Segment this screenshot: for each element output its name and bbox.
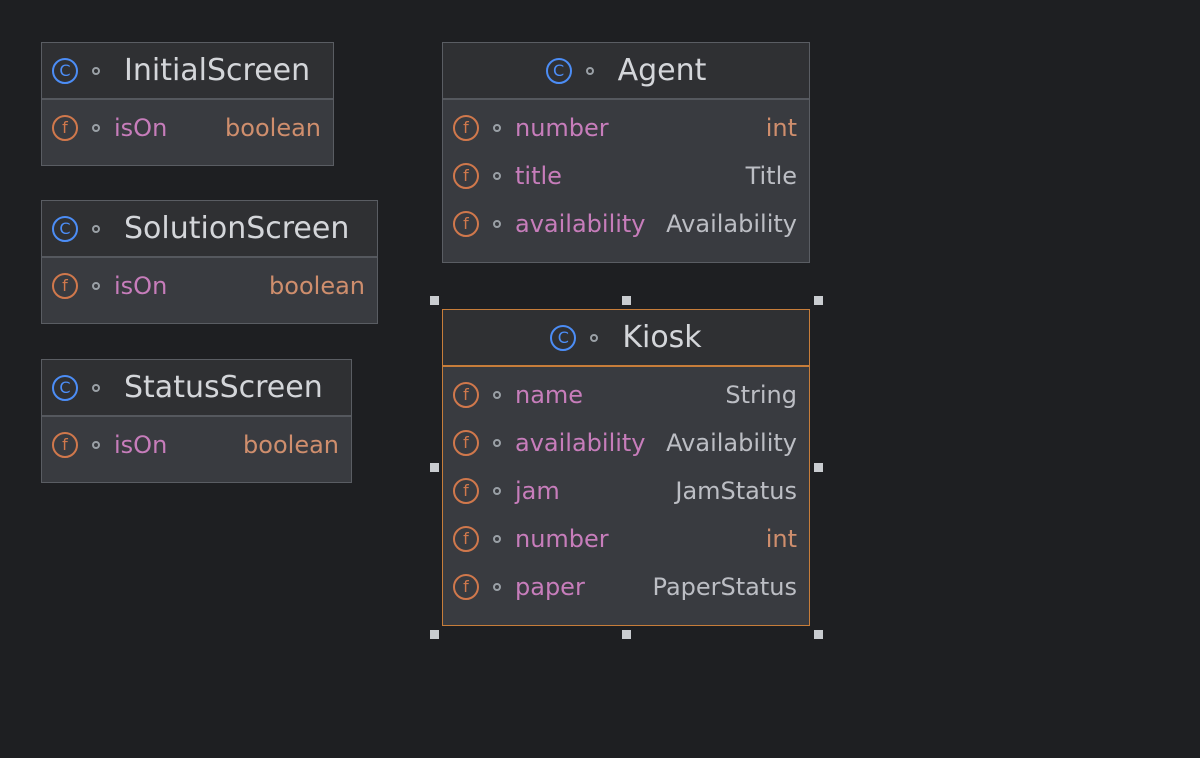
field-name: number: [515, 525, 609, 553]
field-row[interactable]: f name String: [443, 371, 809, 419]
visibility-icon: [493, 535, 501, 543]
class-header: C Agent: [443, 43, 809, 100]
class-name: Agent: [617, 53, 707, 88]
field-icon: f: [52, 432, 78, 458]
class-node-solution-screen[interactable]: C SolutionScreen f isOn boolean: [41, 200, 378, 324]
visibility-icon: [493, 124, 501, 132]
field-icon: f: [453, 430, 479, 456]
field-name: paper: [515, 573, 585, 601]
field-name: availability: [515, 429, 646, 457]
resize-handle-top[interactable]: [622, 296, 631, 305]
class-node-status-screen[interactable]: C StatusScreen f isOn boolean: [41, 359, 352, 483]
visibility-icon: [493, 172, 501, 180]
field-list: f name String f availability Availabilit…: [443, 367, 809, 611]
field-name: title: [515, 162, 562, 190]
resize-handle-bottom[interactable]: [622, 630, 631, 639]
visibility-icon: [493, 439, 501, 447]
field-name: name: [515, 381, 584, 409]
field-icon: f: [453, 115, 479, 141]
class-node-initial-screen[interactable]: C InitialScreen f isOn boolean: [41, 42, 334, 166]
class-icon: C: [52, 374, 78, 401]
field-list: f isOn boolean: [42, 100, 333, 152]
visibility-icon: [493, 220, 501, 228]
field-icon: f: [453, 211, 479, 237]
class-node-kiosk[interactable]: C Kiosk f name String f availability Ava…: [442, 309, 810, 626]
field-type: boolean: [225, 114, 321, 142]
visibility-icon: [493, 583, 501, 591]
visibility-icon: [92, 282, 100, 290]
visibility-icon: [92, 66, 100, 75]
visibility-icon: [493, 487, 501, 495]
field-icon: f: [453, 526, 479, 552]
class-icon: C: [52, 57, 78, 84]
field-type: boolean: [243, 431, 339, 459]
field-row[interactable]: f isOn boolean: [42, 421, 351, 469]
class-icon: C: [52, 215, 78, 242]
resize-handle-right[interactable]: [814, 463, 823, 472]
field-row[interactable]: f paper PaperStatus: [443, 563, 809, 611]
field-row[interactable]: f isOn boolean: [42, 104, 333, 152]
field-icon: f: [453, 574, 479, 600]
resize-handle-bottom-right[interactable]: [814, 630, 823, 639]
visibility-icon: [590, 333, 599, 342]
field-type: Title: [745, 162, 797, 190]
field-list: f number int f title Title f availabilit…: [443, 100, 809, 248]
class-icon: C: [550, 324, 577, 351]
class-header: C InitialScreen: [42, 43, 333, 100]
visibility-icon: [493, 391, 501, 399]
field-icon: f: [453, 382, 479, 408]
field-name: availability: [515, 210, 646, 238]
resize-handle-bottom-left[interactable]: [430, 630, 439, 639]
field-type: String: [725, 381, 797, 409]
visibility-icon: [92, 383, 100, 392]
class-header: C StatusScreen: [42, 360, 351, 417]
field-type: boolean: [269, 272, 365, 300]
resize-handle-top-left[interactable]: [430, 296, 439, 305]
class-node-agent[interactable]: C Agent f number int f title Title f ava…: [442, 42, 810, 263]
class-name: InitialScreen: [124, 53, 311, 88]
field-icon: f: [52, 273, 78, 299]
field-type: int: [765, 114, 797, 142]
field-row[interactable]: f number int: [443, 104, 809, 152]
field-row[interactable]: f number int: [443, 515, 809, 563]
field-name: isOn: [114, 272, 168, 300]
field-list: f isOn boolean: [42, 417, 351, 469]
visibility-icon: [92, 224, 100, 233]
field-row[interactable]: f isOn boolean: [42, 262, 377, 310]
resize-handle-top-right[interactable]: [814, 296, 823, 305]
field-name: isOn: [114, 431, 168, 459]
class-name: SolutionScreen: [124, 211, 350, 246]
class-name: Kiosk: [622, 320, 702, 355]
visibility-icon: [92, 124, 100, 132]
field-type: PaperStatus: [652, 573, 797, 601]
field-name: isOn: [114, 114, 168, 142]
field-row[interactable]: f availability Availability: [443, 419, 809, 467]
field-list: f isOn boolean: [42, 258, 377, 310]
visibility-icon: [92, 441, 100, 449]
class-header: C Kiosk: [443, 310, 809, 367]
field-icon: f: [52, 115, 78, 141]
field-name: jam: [515, 477, 560, 505]
field-type: int: [765, 525, 797, 553]
class-icon: C: [545, 57, 572, 84]
field-row[interactable]: f jam JamStatus: [443, 467, 809, 515]
field-type: Availability: [666, 429, 797, 457]
field-row[interactable]: f availability Availability: [443, 200, 809, 248]
field-icon: f: [453, 163, 479, 189]
resize-handle-left[interactable]: [430, 463, 439, 472]
field-row[interactable]: f title Title: [443, 152, 809, 200]
field-type: JamStatus: [675, 477, 797, 505]
field-type: Availability: [666, 210, 797, 238]
visibility-icon: [585, 66, 594, 75]
field-icon: f: [453, 478, 479, 504]
class-header: C SolutionScreen: [42, 201, 377, 258]
class-name: StatusScreen: [124, 370, 323, 405]
field-name: number: [515, 114, 609, 142]
